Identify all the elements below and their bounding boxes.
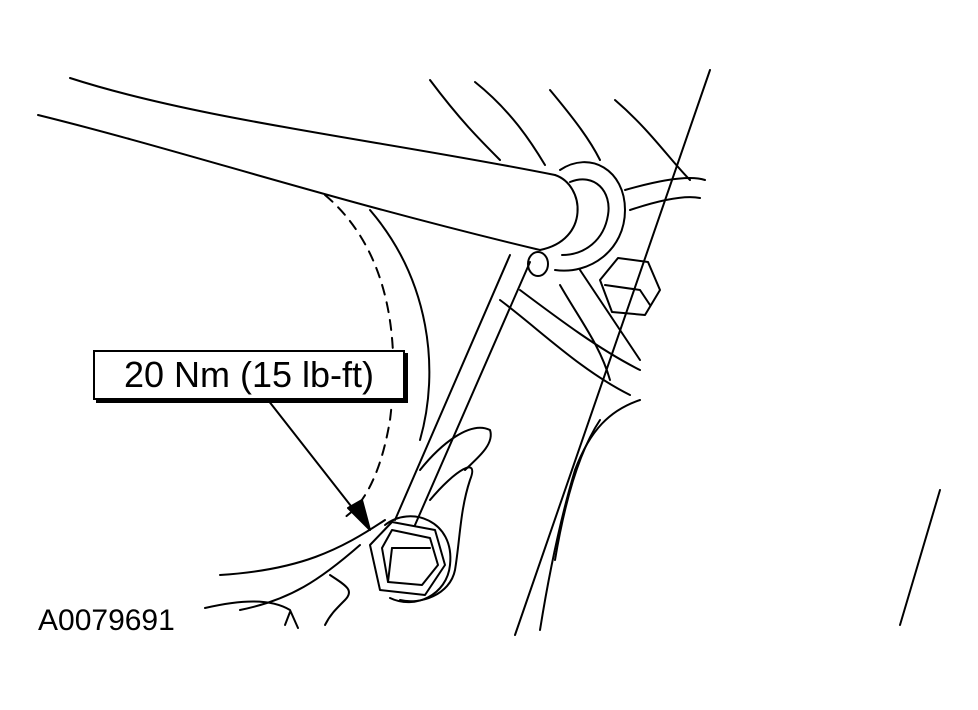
rotor-arcs (219, 209, 431, 611)
leader-arrow-icon (267, 399, 371, 531)
stabilizer-bar (37, 77, 579, 251)
lower-bracket (204, 574, 350, 629)
stabilizer-link (394, 254, 641, 526)
lower-housing (539, 399, 641, 631)
frame-edge (514, 69, 941, 636)
knuckle-arm (399, 426, 492, 603)
stabilizer-bushing (527, 161, 626, 277)
torque-callout: 20 Nm (15 lb-ft) (93, 350, 405, 400)
torque-label: 20 Nm (15 lb-ft) (123, 354, 375, 395)
bolt-icon (369, 515, 452, 604)
upper-housing (429, 79, 706, 211)
figure-id: A0079691 (38, 604, 175, 637)
